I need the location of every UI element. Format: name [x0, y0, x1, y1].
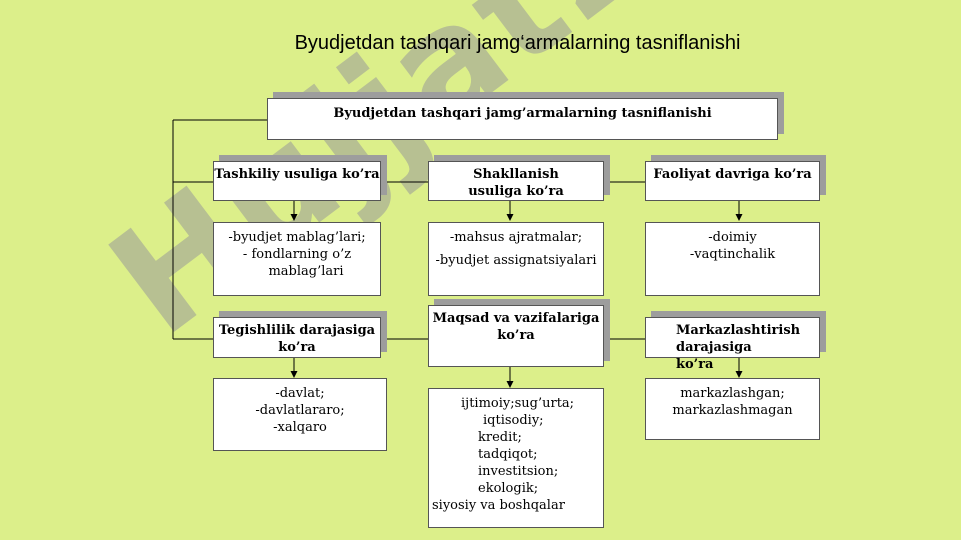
item: mablag’lari [268, 264, 344, 279]
items-tegishlilik: -davlat; -davlatlararo; -xalqaro [213, 378, 387, 451]
root-label: Byudjetdan tashqari jamg’armalarning tas… [333, 106, 712, 121]
item: -byudjet assignatsiyalari [435, 253, 597, 268]
item: tadqiqot; [478, 447, 538, 462]
root-box: Byudjetdan tashqari jamg’armalarning tas… [267, 98, 778, 140]
items-maqsad: ijtimoiy;sug’urta; iqtisodiy; kredit; ta… [428, 388, 604, 528]
category-faoliyat: Faoliyat davriga ko’ra [645, 161, 820, 201]
category-maqsad-label: Maqsad va vazifalariga ko’ra [432, 311, 600, 343]
item: -doimiy [708, 230, 757, 245]
item: kredit; [478, 430, 522, 445]
category-tegishlilik-label: Tegishlilik darajasiga ko’ra [218, 323, 376, 355]
item: investitsion; [478, 464, 559, 479]
item: ekologik; [478, 481, 539, 496]
category-tegishlilik: Tegishlilik darajasiga ko’ra [213, 317, 381, 358]
item: -mahsus ajratmalar; [449, 230, 583, 245]
item: siyosiy va boshqalar [432, 498, 565, 513]
category-tashkiliy: Tashkiliy usuliga ko’ra [213, 161, 381, 201]
category-tashkiliy-label: Tashkiliy usuliga ko’ra [214, 167, 380, 182]
category-shakllanish-label: Shakllanish usuliga ko’ra [468, 167, 564, 199]
item: iqtisodiy; [483, 413, 544, 428]
items-markazlashtirish: markazlashgan; markazlashmagan [645, 378, 820, 440]
item: ijtimoiy;sug’urta; [461, 396, 575, 411]
item: -xalqaro [273, 420, 327, 435]
item: - fondlarning o’z [242, 247, 352, 262]
item: -davlat; [275, 386, 325, 401]
item: markazlashmagan [672, 403, 793, 418]
category-markazlashtirish-label: Markazlashtirish darajasiga ko’ra [676, 323, 801, 372]
items-faoliyat: -doimiy -vaqtinchalik [645, 222, 820, 296]
item: -vaqtinchalik [689, 247, 776, 262]
category-shakllanish: Shakllanish usuliga ko’ra [428, 161, 604, 201]
item: -davlatlararo; [255, 403, 345, 418]
category-markazlashtirish: Markazlashtirish darajasiga ko’ra [645, 317, 820, 372]
item: -byudjet mablag’lari; [228, 230, 366, 245]
items-shakllanish: -mahsus ajratmalar; -byudjet assignatsiy… [428, 222, 604, 296]
category-maqsad: Maqsad va vazifalariga ko’ra [428, 305, 604, 367]
category-faoliyat-label: Faoliyat davriga ko’ra [653, 167, 812, 182]
slide-title: Byudjetdan tashqari jamg‘armalarning tas… [294, 32, 741, 54]
item: markazlashgan; [680, 386, 785, 401]
items-tashkiliy: -byudjet mablag’lari; - fondlarning o’z … [213, 222, 381, 296]
